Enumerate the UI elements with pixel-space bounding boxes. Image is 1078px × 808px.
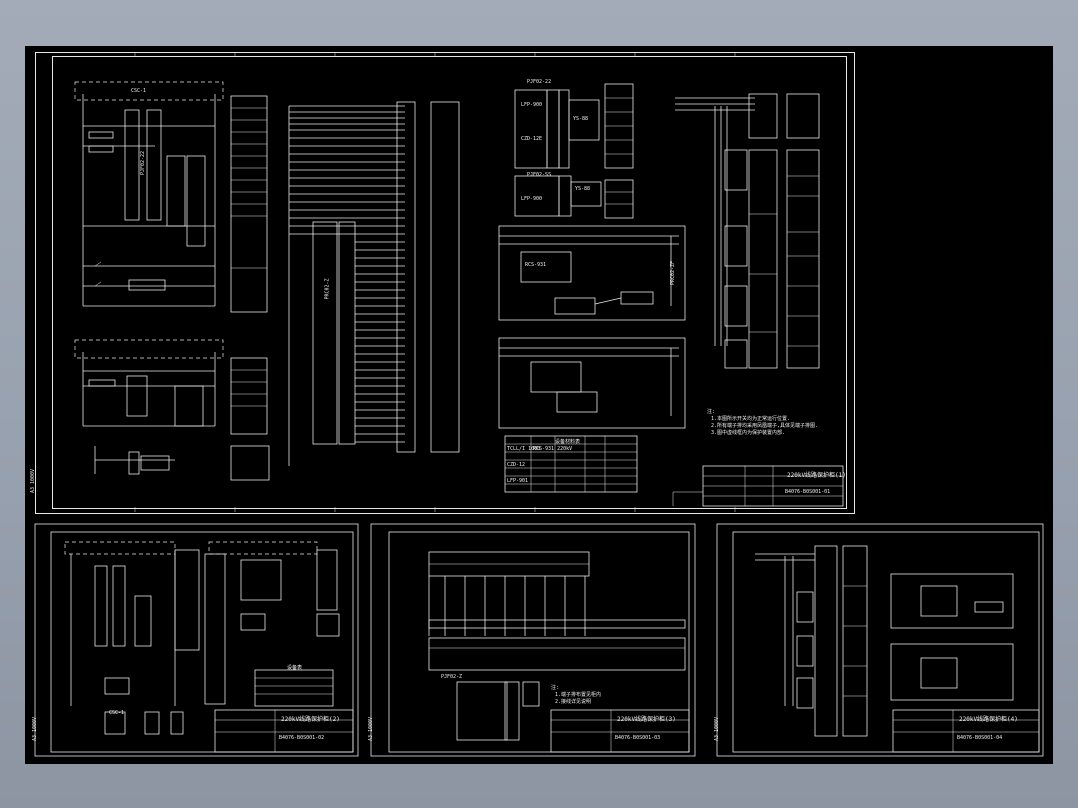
main-sheet-title: 220kV线路保护柜(1) <box>787 472 846 479</box>
main-rcs-circuit <box>498 225 686 429</box>
main-lfp-module <box>514 83 634 219</box>
main-table-header: 设备材料表 <box>555 439 581 445</box>
sheet3-side-mark: A3 1000V <box>368 716 375 742</box>
main-table-row-3: LFP-901 <box>507 478 529 484</box>
main-central-wiring <box>288 101 460 466</box>
sheet4-side-mark: A3 1000V <box>714 716 721 742</box>
main-sheet-inner-frame <box>52 56 847 509</box>
sheet2-device-label: CSC-1 <box>109 710 125 716</box>
main-table-row-0: TCLL/I 1000 <box>507 446 541 452</box>
main-title-block <box>672 465 844 507</box>
ys88-label-2: YS-88 <box>575 186 591 192</box>
sheet3-title: 220kV线路保护柜(3) <box>617 716 676 723</box>
pjf02-label-center: PRC02-Z <box>324 278 331 300</box>
sheet4-title: 220kV线路保护柜(4) <box>959 716 1018 723</box>
main-sheet-drawing-no: B4076-B0S001-01 <box>785 489 831 495</box>
sheet3-drawing <box>370 523 696 757</box>
main-sheet-drawing <box>34 52 1044 757</box>
sheet3-note-1: 1.端子排布置见柜内 <box>555 692 602 698</box>
ys88-label: YS-88 <box>573 116 589 122</box>
rcs-label: RCS-931 <box>525 262 547 268</box>
sheet2-table-header: 设备表 <box>287 665 303 671</box>
main-material-table <box>504 435 638 493</box>
sheet3-drawing-no: B4076-B0S001-03 <box>615 735 661 741</box>
sheet4-drawing-no: B4076-B0S001-04 <box>957 735 1003 741</box>
czd-label: CZD-12E <box>521 136 543 142</box>
lfp-label: LFP-900 <box>521 102 543 108</box>
main-note-3: 3.图中虚线框内为保护装置内部. <box>711 430 786 436</box>
lfp-label-2: LFP-900 <box>521 196 543 202</box>
sheet2-side-mark: A3 1000V <box>32 716 39 742</box>
sheet3-note-0: 注: <box>551 685 560 691</box>
main-right-device-column <box>675 93 820 369</box>
cad-viewport[interactable]: A3 1000V <box>25 46 1053 764</box>
main-left-lower-circuit <box>74 339 224 475</box>
sheet3-note-2: 2.接线详见说明 <box>555 699 592 705</box>
main-note-1: 1.本图所示开关均为正常运行位置. <box>711 416 791 422</box>
sheet2-drawing-no: B4076-B0S001-02 <box>279 735 325 741</box>
main-sheet-outer-frame <box>35 52 855 514</box>
pjf02-label: PJF02-22 <box>140 150 147 176</box>
sheet2-drawing <box>34 523 359 757</box>
main-note-0: 注: <box>707 409 716 415</box>
sheet4-drawing <box>716 523 1044 757</box>
prc-label: PRC02-ZF <box>670 260 677 286</box>
pjf02-ss-label: PJF02-SS <box>527 172 552 178</box>
sheet3-device-label: PJF02-Z <box>441 674 463 680</box>
main-table-row-1: RCS-931 220kV <box>533 446 573 452</box>
csc1-label: CSC-1 <box>131 88 147 94</box>
main-table-row-2: CZD-12 <box>507 462 526 468</box>
main-note-2: 2.所有端子排均采用凤凰端子,具体见端子排图. <box>711 423 819 429</box>
pjf02-label-top: PJF02-22 <box>527 79 552 85</box>
main-ruler-top <box>134 52 736 512</box>
sheet2-title: 220kV线路保护柜(2) <box>281 716 340 723</box>
main-terminal-column-a <box>230 95 270 481</box>
main-left-circuit <box>74 81 224 307</box>
